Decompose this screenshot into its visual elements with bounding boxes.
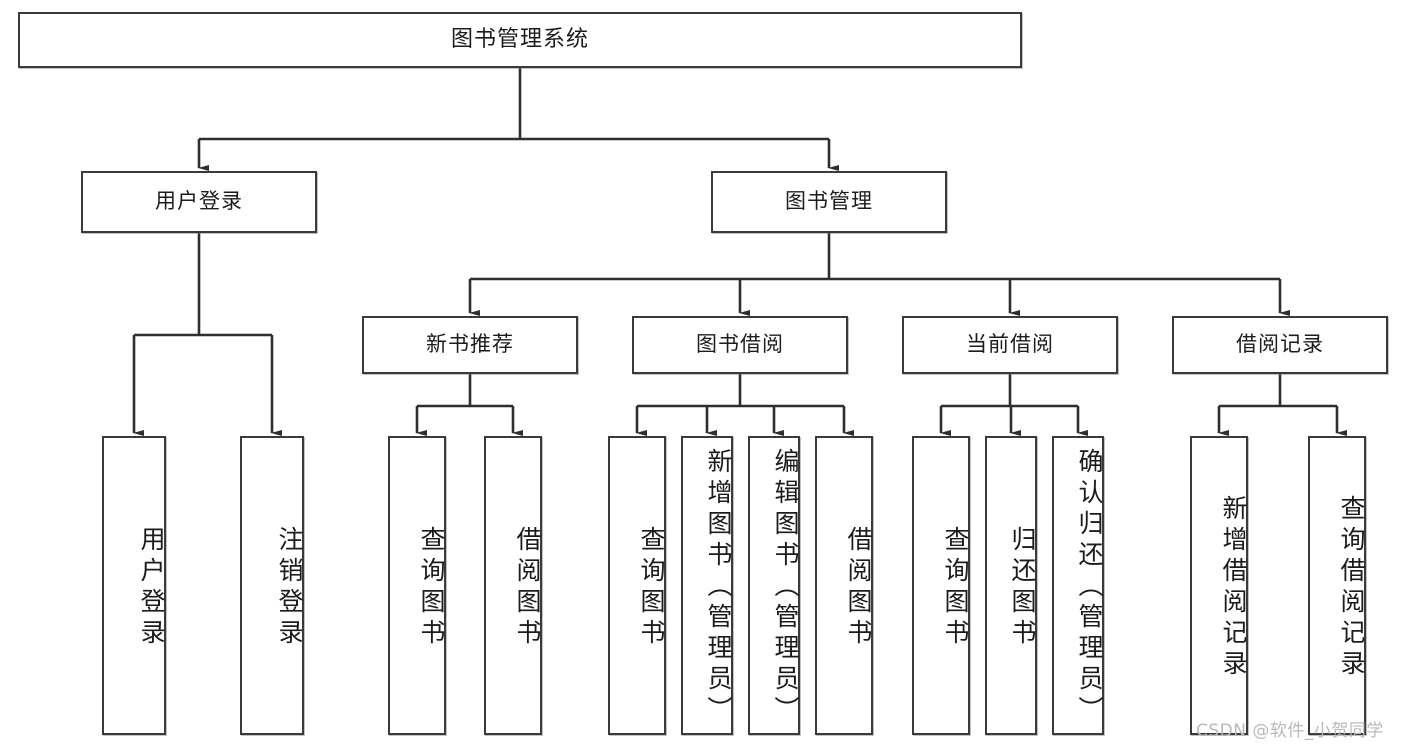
node-leaf-confirm-return[interactable]: 确认归还（管理员） — [1052, 436, 1104, 735]
node-book-borrow[interactable]: 图书借阅 — [632, 316, 848, 374]
node-new-book-recommend-label: 新书推荐 — [426, 332, 514, 357]
node-leaf-borrow-book-1-label: 借阅图书 — [513, 525, 542, 650]
node-leaf-borrow-book-1[interactable]: 借阅图书 — [484, 436, 542, 735]
node-leaf-query-book-3-label: 查询图书 — [941, 525, 970, 650]
node-leaf-edit-book-label: 编辑图书（管理员） — [771, 448, 800, 727]
node-root-label: 图书管理系统 — [450, 26, 589, 52]
node-leaf-logout-login-label: 注销登录 — [275, 525, 304, 650]
node-current-borrow[interactable]: 当前借阅 — [902, 316, 1118, 374]
node-leaf-add-book[interactable]: 新增图书（管理员） — [681, 436, 733, 735]
node-borrow-record-label: 借阅记录 — [1236, 332, 1324, 357]
node-leaf-borrow-book-2-label: 借阅图书 — [844, 525, 873, 650]
node-leaf-query-record-label: 查询借阅记录 — [1337, 494, 1366, 681]
node-leaf-user-login-label: 用户登录 — [137, 525, 166, 650]
node-book-manage[interactable]: 图书管理 — [711, 171, 947, 233]
node-borrow-record[interactable]: 借阅记录 — [1172, 316, 1388, 374]
node-leaf-logout-login[interactable]: 注销登录 — [240, 436, 304, 735]
node-leaf-add-book-label: 新增图书（管理员） — [704, 448, 733, 727]
node-user-login-label: 用户登录 — [155, 189, 243, 214]
node-book-manage-label: 图书管理 — [785, 189, 873, 214]
node-leaf-query-book-3[interactable]: 查询图书 — [912, 436, 970, 735]
node-leaf-return-book-label: 归还图书 — [1008, 525, 1037, 650]
node-leaf-edit-book[interactable]: 编辑图书（管理员） — [748, 436, 800, 735]
node-leaf-query-book-2[interactable]: 查询图书 — [608, 436, 666, 735]
node-leaf-query-book-1[interactable]: 查询图书 — [388, 436, 446, 735]
node-leaf-query-book-1-label: 查询图书 — [417, 525, 446, 650]
node-leaf-return-book[interactable]: 归还图书 — [985, 436, 1037, 735]
node-leaf-query-book-2-label: 查询图书 — [637, 525, 666, 650]
node-leaf-user-login[interactable]: 用户登录 — [102, 436, 166, 735]
node-book-borrow-label: 图书借阅 — [696, 332, 784, 357]
node-user-login[interactable]: 用户登录 — [81, 171, 317, 233]
node-leaf-borrow-book-2[interactable]: 借阅图书 — [815, 436, 873, 735]
node-current-borrow-label: 当前借阅 — [966, 332, 1054, 357]
node-root-book-management-system[interactable]: 图书管理系统 — [18, 12, 1022, 68]
node-leaf-add-record[interactable]: 新增借阅记录 — [1190, 436, 1248, 735]
csdn-watermark: CSDN @软件_小贺同学 — [1196, 721, 1384, 741]
node-new-book-recommend[interactable]: 新书推荐 — [362, 316, 578, 374]
node-leaf-add-record-label: 新增借阅记录 — [1219, 494, 1248, 681]
node-leaf-confirm-return-label: 确认归还（管理员） — [1075, 448, 1104, 727]
node-leaf-query-record[interactable]: 查询借阅记录 — [1308, 436, 1366, 735]
